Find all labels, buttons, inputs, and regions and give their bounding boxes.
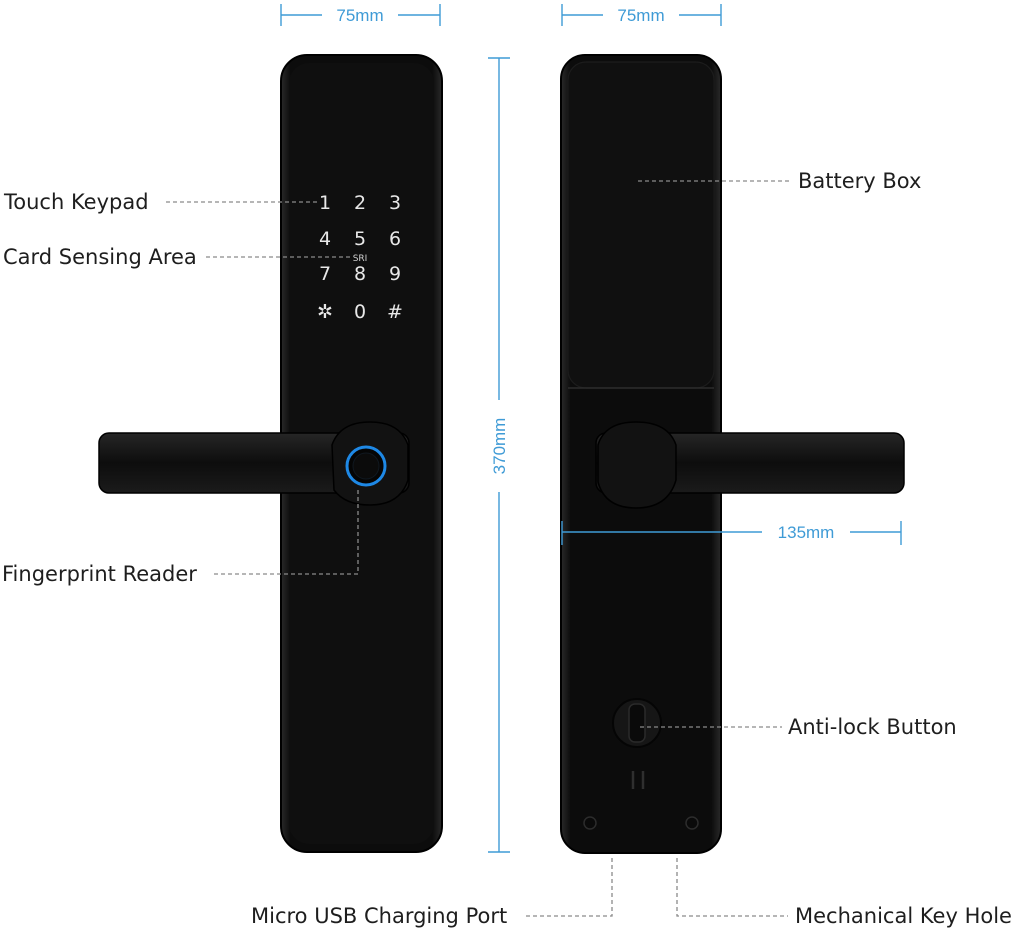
front-panel: 1 2 3 4 5 6 7 8 9 ✲ 0 # SRI bbox=[98, 54, 443, 853]
keypad-key[interactable]: 5 bbox=[354, 228, 366, 250]
handle-length-label: 135mm bbox=[778, 523, 835, 542]
battery-box-cover[interactable] bbox=[567, 61, 715, 389]
keypad-key[interactable]: 4 bbox=[319, 228, 331, 250]
callout-usb-port: Micro USB Charging Port bbox=[251, 858, 613, 928]
anti-lock-label: Anti-lock Button bbox=[788, 715, 957, 739]
keypad-key[interactable]: 6 bbox=[389, 228, 401, 250]
screw-icon bbox=[685, 816, 699, 830]
back-width-label: 75mm bbox=[617, 6, 664, 25]
callout-key-hole: Mechanical Key Hole bbox=[676, 858, 1012, 928]
key-hole-label: Mechanical Key Hole bbox=[795, 904, 1012, 928]
screw-icon bbox=[583, 816, 597, 830]
keypad-key[interactable]: ✲ bbox=[317, 301, 333, 323]
front-width-label: 75mm bbox=[336, 6, 383, 25]
touch-keypad-label: Touch Keypad bbox=[3, 190, 149, 214]
keypad-key[interactable]: 2 bbox=[354, 192, 366, 214]
callout-touch-keypad: Touch Keypad bbox=[3, 190, 320, 214]
height-label: 370mm bbox=[490, 418, 509, 475]
dimension-height: 370mm bbox=[488, 57, 510, 853]
keypad-key[interactable]: 8 bbox=[354, 263, 366, 285]
dimension-handle-length: 135mm bbox=[561, 521, 902, 545]
card-sensing-label: Card Sensing Area bbox=[3, 245, 197, 269]
keypad-key[interactable]: 0 bbox=[354, 301, 366, 323]
fingerprint-reader-label: Fingerprint Reader bbox=[2, 562, 197, 586]
back-panel bbox=[560, 54, 905, 854]
touch-keypad[interactable]: 1 2 3 4 5 6 7 8 9 ✲ 0 # SRI bbox=[317, 192, 403, 323]
callout-fingerprint: Fingerprint Reader bbox=[2, 488, 359, 586]
battery-box-label: Battery Box bbox=[798, 169, 921, 193]
dimension-back-width: 75mm bbox=[561, 4, 722, 26]
keypad-key[interactable]: 3 bbox=[389, 192, 401, 214]
keypad-key[interactable]: 7 bbox=[319, 263, 331, 285]
callout-battery-box: Battery Box bbox=[638, 169, 921, 193]
keypad-key[interactable]: # bbox=[387, 301, 403, 323]
dimension-front-width: 75mm bbox=[280, 4, 441, 26]
fingerprint-sensor-icon bbox=[352, 452, 380, 480]
callout-anti-lock: Anti-lock Button bbox=[640, 715, 957, 739]
callout-card-sensing: Card Sensing Area bbox=[3, 245, 350, 269]
keypad-key[interactable]: 9 bbox=[389, 263, 401, 285]
back-handle-hub bbox=[597, 421, 677, 509]
keypad-key[interactable]: 1 bbox=[319, 192, 331, 214]
card-sensing-mark: SRI bbox=[353, 254, 368, 264]
anti-lock-knob-icon bbox=[628, 703, 646, 743]
usb-port-label: Micro USB Charging Port bbox=[251, 904, 507, 928]
